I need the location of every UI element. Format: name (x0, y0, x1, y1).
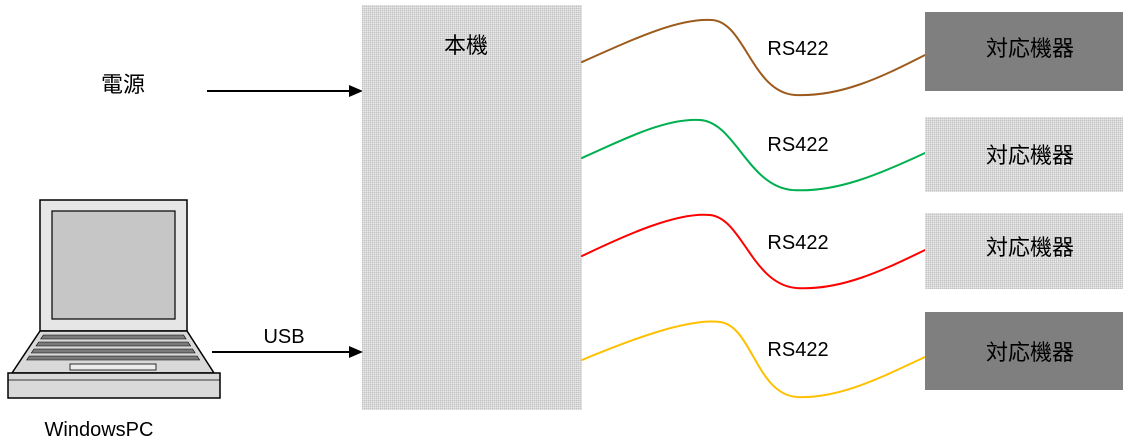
rs422-label-3: RS422 (767, 232, 828, 254)
rs422-label-2: RS422 (767, 134, 828, 156)
rs422-cable-2 (581, 118, 926, 192)
laptop-icon (7, 199, 221, 399)
device-box-3 (925, 213, 1123, 289)
main-unit-box (362, 5, 582, 410)
power-label: 電源 (101, 72, 145, 97)
pc-label: WindowsPC (45, 419, 154, 441)
rs422-cable-4 (581, 320, 926, 399)
rs422-label-1: RS422 (767, 38, 828, 60)
device-box-2 (925, 117, 1123, 192)
power-arrow (207, 85, 363, 97)
main-unit-label: 本機 (444, 33, 488, 58)
usb-label: USB (263, 326, 304, 348)
rs422-label-4: RS422 (767, 339, 828, 361)
rs422-cable-1 (581, 18, 926, 97)
device-label-1: 対応機器 (986, 36, 1074, 61)
usb-arrow (212, 346, 363, 358)
device-label-4: 対応機器 (986, 340, 1074, 365)
device-box-4 (925, 312, 1123, 390)
device-box-1 (925, 12, 1123, 91)
device-label-2: 対応機器 (986, 143, 1074, 168)
device-label-3: 対応機器 (986, 235, 1074, 260)
rs422-cable-3 (581, 213, 926, 290)
